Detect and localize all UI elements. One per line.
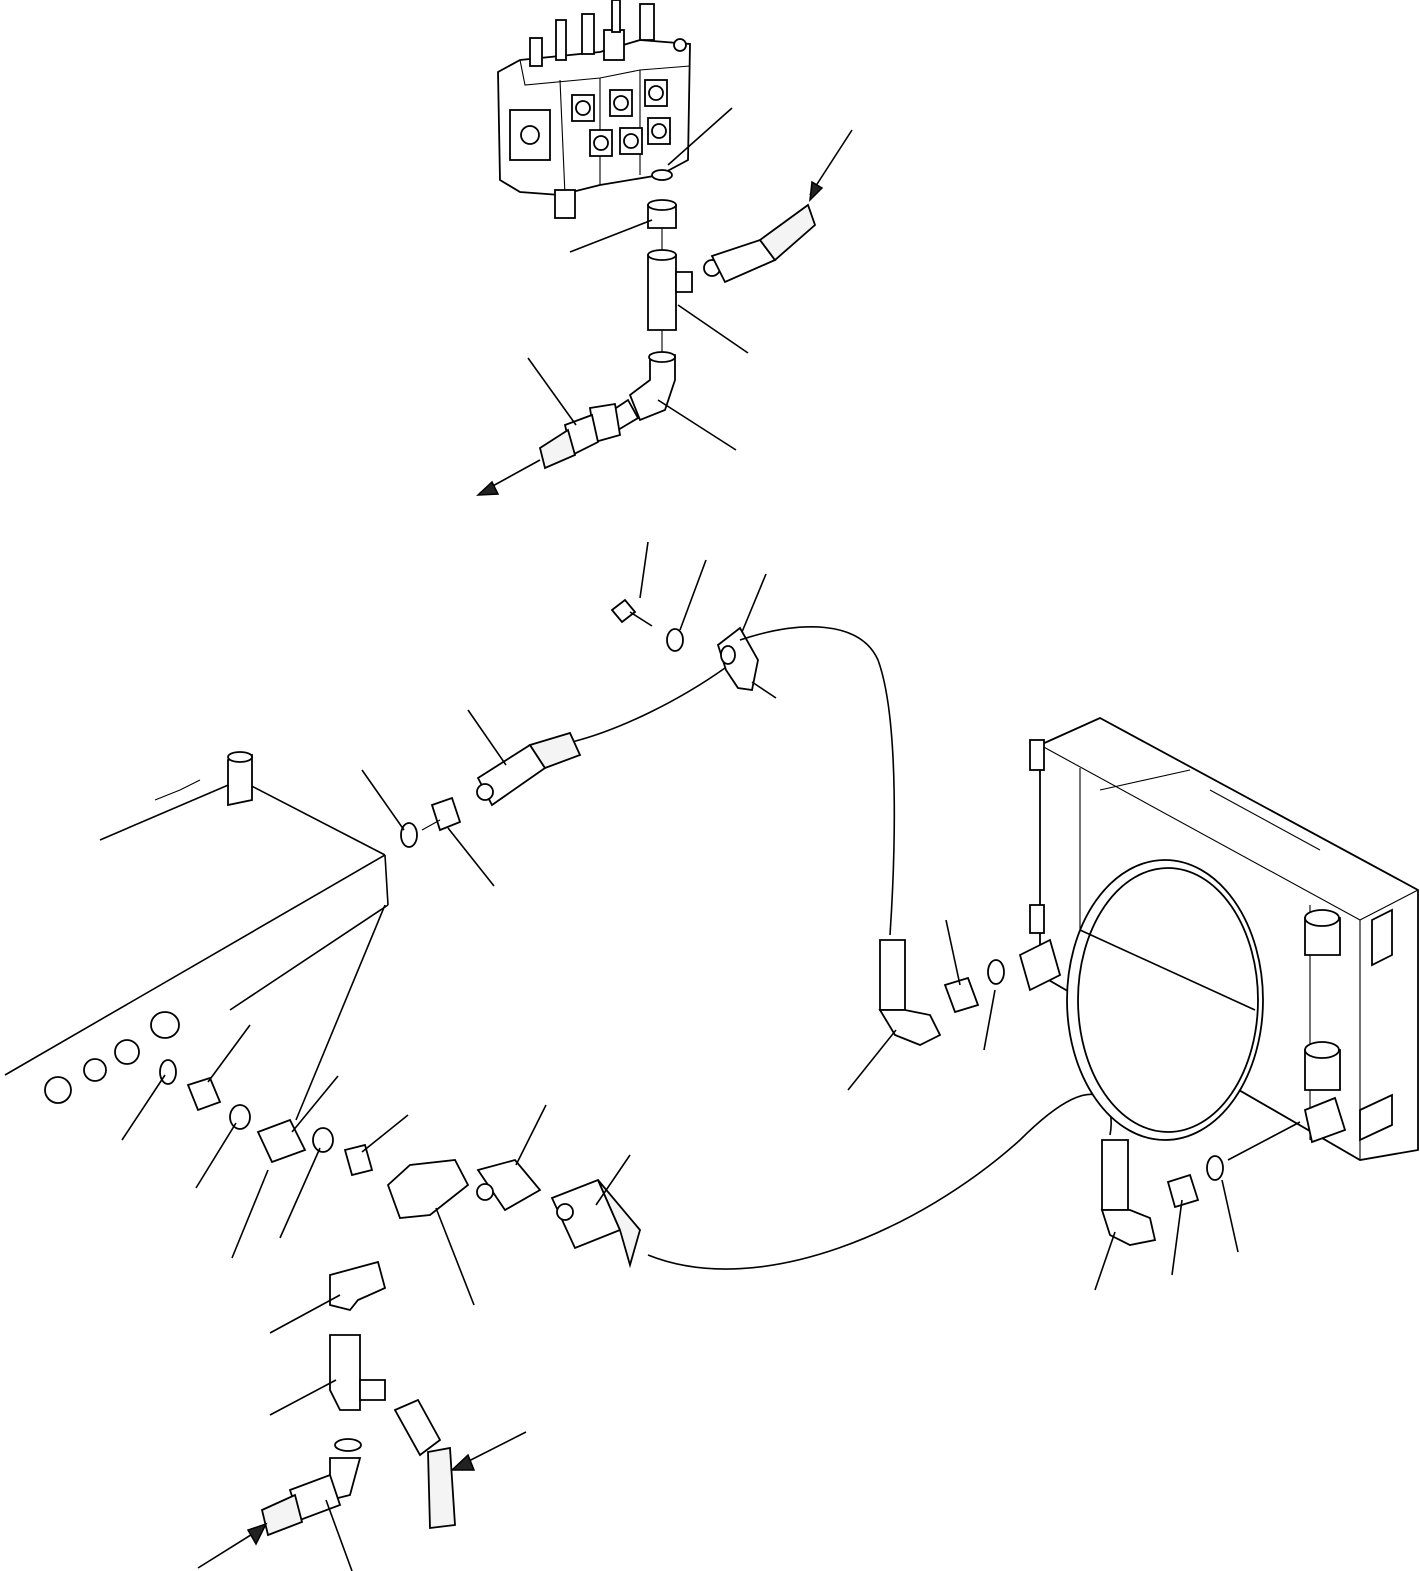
hydraulic-tank <box>4 751 389 1121</box>
hose-upper <box>571 626 896 936</box>
tank-hose-fitting <box>361 709 582 887</box>
upper-leaders <box>475 107 853 496</box>
oil-cooler <box>1018 716 1419 1161</box>
cooler-leaders <box>847 919 1239 1291</box>
lower-fittings <box>159 1059 641 1537</box>
lower-leaders <box>121 1024 631 1571</box>
cooler-fittings <box>878 939 1301 1246</box>
hose-lower-right <box>647 1093 1112 1270</box>
upper-fittings <box>538 169 817 470</box>
control-valve <box>497 0 691 219</box>
clamp-assembly <box>610 541 777 699</box>
